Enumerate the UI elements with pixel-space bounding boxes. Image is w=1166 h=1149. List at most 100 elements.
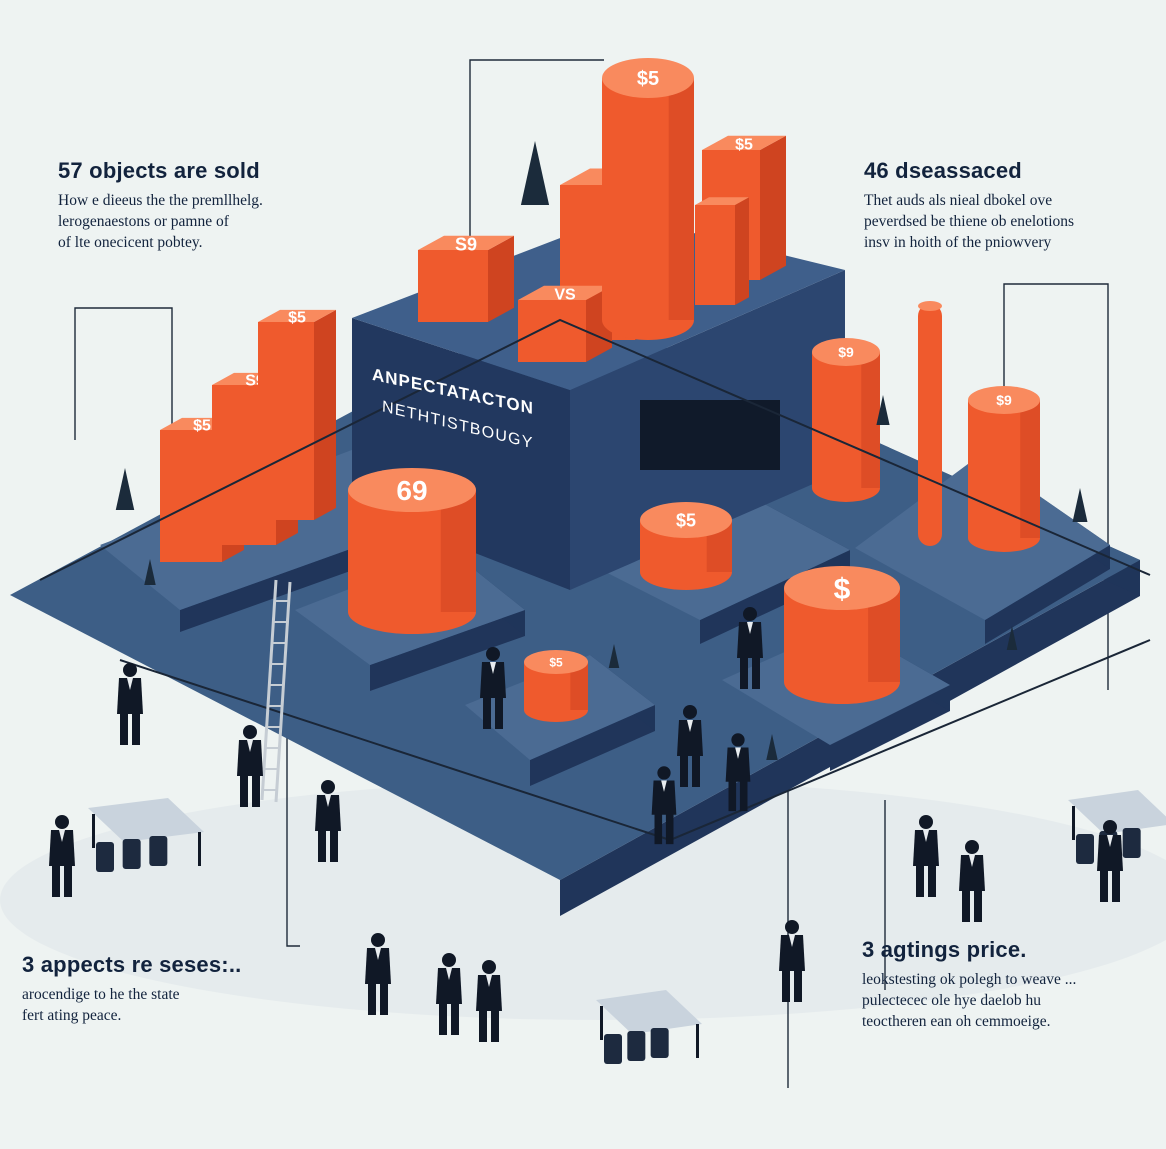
roof-block-1-front xyxy=(418,250,488,322)
meeting-table-center xyxy=(596,990,702,1064)
person-16 xyxy=(1097,820,1123,902)
meeting-table-left-chair xyxy=(96,842,114,872)
meeting-table-right-leg xyxy=(1072,806,1075,840)
person-3-leg xyxy=(330,830,338,862)
person-9-collar xyxy=(661,780,667,792)
person-12 xyxy=(476,960,502,1042)
person-9-head xyxy=(657,766,671,780)
person-14-head xyxy=(919,815,933,829)
meeting-table-left-leg xyxy=(198,832,201,866)
person-15-collar xyxy=(969,855,975,867)
callout-line: arocendige to he the state xyxy=(22,986,180,1003)
callout-line: of lte onecicent pobtey. xyxy=(58,234,203,251)
callout-line: How e dieeus the the premllhelg. xyxy=(58,192,263,209)
person-4-head xyxy=(55,815,69,829)
callout-body: Thet auds als nieal dbokel ove peverdsed… xyxy=(864,190,1074,253)
tree-2 xyxy=(115,468,135,510)
small-drum-label: $5 xyxy=(549,655,563,669)
person-1-collar xyxy=(127,678,133,690)
large-drum-shade xyxy=(440,490,476,612)
meeting-table-right-top xyxy=(1068,790,1166,834)
leader-line-2 xyxy=(74,307,173,440)
person-10-leg xyxy=(380,983,388,1015)
callout-bottom-right: 3 agtings price. leokstesting ok polegh … xyxy=(862,937,1076,1032)
tall-column xyxy=(918,304,942,546)
callout-line: pulectecec ole hye daelob hu xyxy=(862,992,1042,1009)
person-16-leg xyxy=(1112,870,1120,902)
meeting-table-center-chair xyxy=(604,1034,622,1064)
person-2-head xyxy=(243,725,257,739)
person-13-collar xyxy=(789,935,795,947)
person-4-torso xyxy=(49,830,75,866)
tree-7 xyxy=(144,559,156,585)
meeting-table-right-chair xyxy=(1076,834,1094,864)
person-8-torso xyxy=(737,622,763,658)
person-12-torso xyxy=(476,975,502,1011)
callout-line: fert ating peace. xyxy=(22,1007,122,1024)
pillar-1-front xyxy=(160,430,222,562)
person-10 xyxy=(365,933,391,1015)
small-drum-top xyxy=(524,650,588,674)
person-13-head xyxy=(785,920,799,934)
callout-line: Thet auds als nieal dbokel ove xyxy=(864,192,1053,209)
meeting-table-left xyxy=(88,798,204,872)
person-3-torso xyxy=(315,795,341,831)
callout-line: leokstesting ok polegh to weave ... xyxy=(862,971,1077,988)
roof-block-5-front xyxy=(695,205,735,305)
person-7-leg xyxy=(728,780,737,812)
large-drum: 69 xyxy=(348,468,476,634)
callout-heading: 3 appects re seses:.. xyxy=(22,952,242,977)
small-drum: $5 xyxy=(524,650,588,722)
person-6-head xyxy=(683,705,697,719)
person-8-leg xyxy=(752,657,760,689)
person-13-leg xyxy=(794,970,802,1002)
person-14-leg xyxy=(928,865,936,897)
tree-5 xyxy=(608,644,620,668)
meeting-table-left-top xyxy=(88,798,204,842)
tree-1 xyxy=(520,141,550,205)
person-3 xyxy=(315,780,341,862)
person-14 xyxy=(913,815,939,897)
roof-block-3-front xyxy=(518,300,586,362)
pillar-3-side xyxy=(314,309,336,520)
roof-block-3: VS xyxy=(518,285,612,362)
meeting-table-left-leg xyxy=(92,814,95,848)
person-8-collar xyxy=(747,622,753,634)
tree-4 xyxy=(1072,488,1088,522)
person-16-head xyxy=(1103,820,1117,834)
person-13-torso xyxy=(779,935,805,971)
person-5-collar xyxy=(490,662,496,674)
person-9-leg xyxy=(665,813,674,845)
roof-block-1-side xyxy=(488,235,514,322)
mid-drum-label: $5 xyxy=(676,510,696,530)
far-right-drum-shade xyxy=(1020,400,1040,538)
roof-drum-label: $5 xyxy=(637,68,659,90)
far-right-drum-top xyxy=(968,386,1040,414)
ladder-rail xyxy=(260,579,278,801)
tree-3 xyxy=(876,395,890,425)
meeting-table-center-leg xyxy=(696,1024,699,1058)
meeting-table-center-chair xyxy=(650,1028,669,1058)
pillar-1-label: $5 xyxy=(193,418,211,435)
right-drum-shade xyxy=(861,352,880,488)
person-3-head xyxy=(321,780,335,794)
person-4-collar xyxy=(59,830,65,842)
callout-bottom-left: 3 appects re seses:.. arocendige to he t… xyxy=(22,952,241,1026)
person-3-collar xyxy=(325,795,331,807)
person-12-collar xyxy=(486,975,492,987)
ladder-rail xyxy=(274,581,292,803)
leader-line-1 xyxy=(469,59,604,260)
person-15-leg xyxy=(962,890,970,922)
person-11-leg xyxy=(439,1003,447,1035)
roof-block-4-label: $5 xyxy=(735,137,753,154)
mid-drum: $5 xyxy=(640,502,732,590)
center-block-front xyxy=(370,610,525,691)
person-11-leg xyxy=(451,1003,459,1035)
right-block-front xyxy=(830,685,950,771)
roof-block-3-label: VS xyxy=(554,287,576,304)
person-15-torso xyxy=(959,855,985,891)
person-12-leg xyxy=(491,1010,499,1042)
roof-block-5-side xyxy=(735,197,749,305)
